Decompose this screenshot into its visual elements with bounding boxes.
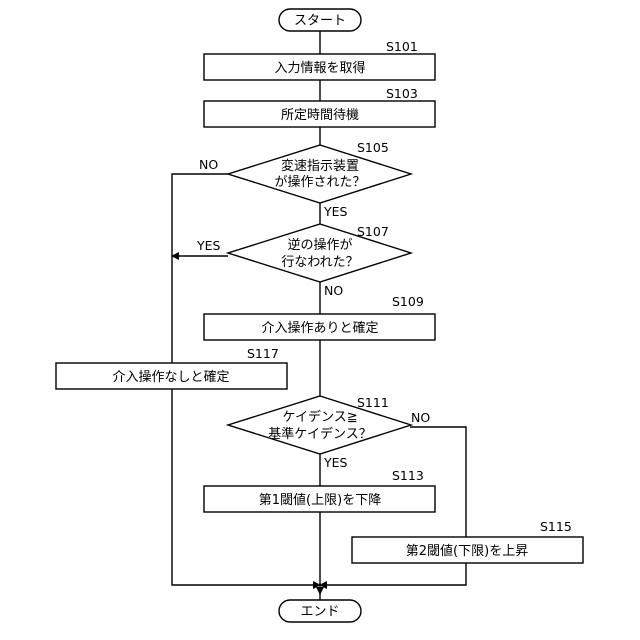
step-s103-label: 所定時間待機 bbox=[281, 108, 359, 123]
decision-s107-yes-label: YES bbox=[196, 238, 221, 253]
decision-s111: ケイデンス≧ 基準ケイデンス？ S111 NO YES bbox=[228, 395, 430, 470]
step-s101-id: S101 bbox=[386, 39, 418, 54]
connector-s115-merge bbox=[320, 563, 466, 585]
decision-s105-line1: 変速指示装置 bbox=[281, 158, 359, 174]
decision-s111-line2: 基準ケイデンス？ bbox=[268, 426, 371, 442]
terminal-start: スタート bbox=[279, 9, 361, 31]
step-s103-id: S103 bbox=[386, 86, 418, 101]
decision-s111-yes-label: YES bbox=[323, 455, 348, 470]
decision-s107-no-label: NO bbox=[324, 283, 343, 298]
step-s113-id: S113 bbox=[392, 468, 424, 483]
decision-s111-id: S111 bbox=[357, 395, 389, 410]
step-s109-id: S109 bbox=[392, 294, 424, 309]
decision-s105-id: S105 bbox=[357, 140, 389, 155]
step-s109-label: 介入操作ありと確定 bbox=[261, 320, 378, 336]
step-s115: 第2閾値(下限)を上昇 S115 bbox=[352, 519, 583, 563]
step-s117-label: 介入操作なしと確定 bbox=[112, 369, 229, 385]
decision-s111-no-label: NO bbox=[411, 410, 430, 425]
decision-s107-id: S107 bbox=[357, 224, 389, 239]
decision-s107-line1: 逆の操作が bbox=[287, 237, 352, 253]
decision-s105-no-label: NO bbox=[199, 157, 218, 172]
decision-s105: 変速指示装置 が操作された？ S105 NO YES bbox=[199, 140, 411, 219]
step-s117-id: S117 bbox=[247, 346, 279, 361]
terminal-end-label: エンド bbox=[300, 605, 339, 620]
terminal-end: エンド bbox=[279, 600, 361, 622]
decision-s105-line2: が操作された？ bbox=[274, 174, 365, 190]
decision-s105-yes-label: YES bbox=[323, 204, 348, 219]
decision-s111-line1: ケイデンス≧ bbox=[282, 409, 357, 425]
terminal-start-label: スタート bbox=[294, 14, 346, 29]
step-s115-label: 第2閾値(下限)を上昇 bbox=[406, 543, 528, 559]
decision-s107-line2: 行なわれた？ bbox=[281, 255, 358, 270]
decision-s107: 逆の操作が 行なわれた？ S107 YES NO bbox=[196, 224, 411, 298]
step-s113-label: 第1閾値(上限)を下降 bbox=[259, 492, 381, 508]
step-s115-id: S115 bbox=[540, 519, 572, 534]
step-s101-label: 入力情報を取得 bbox=[274, 60, 365, 76]
